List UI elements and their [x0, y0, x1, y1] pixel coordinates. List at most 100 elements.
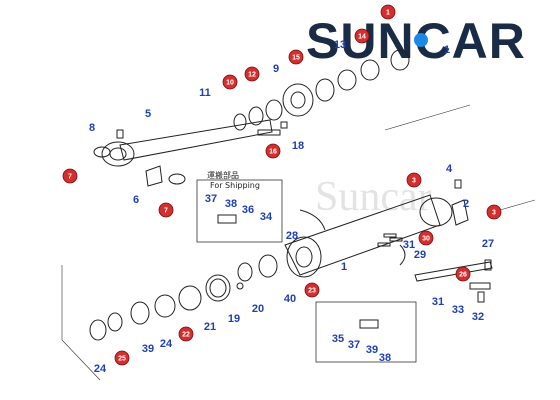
seal-24-upper	[258, 254, 278, 278]
label-number: 38	[225, 198, 237, 210]
badge-circle	[288, 49, 304, 65]
cylinder-tube	[284, 194, 441, 276]
label-number: 1	[444, 44, 450, 56]
cylinder-assembly	[89, 179, 493, 341]
part-label-28: 28	[286, 230, 298, 242]
label-number: 9	[273, 63, 279, 75]
badge-circle	[380, 4, 396, 20]
part-label-1: 1	[444, 44, 450, 56]
label-number: 29	[414, 249, 426, 261]
ring-12	[265, 99, 283, 121]
frame-line-right	[499, 199, 536, 211]
bottom-grease-fitting	[454, 179, 462, 189]
part-label-9: 9	[273, 63, 279, 75]
piston-bolt	[257, 129, 281, 136]
seal-22	[178, 285, 202, 311]
label-number: 2	[463, 198, 469, 210]
piston-rod	[119, 119, 273, 161]
seal-25	[89, 319, 107, 341]
badge-number: 30	[422, 236, 430, 243]
part-badge-16: 16	[265, 143, 281, 159]
badge-circle	[455, 266, 471, 282]
badge-circle	[222, 74, 238, 90]
part-badge-1: 1	[380, 4, 396, 20]
label-number: 13	[334, 39, 346, 51]
dust-seal-right	[168, 173, 186, 185]
rod-end-eye	[101, 141, 135, 167]
part-label-31: 31	[432, 296, 444, 308]
bolt-36	[477, 291, 485, 303]
brand-logo: SUNCAR	[306, 13, 525, 69]
part-badge-10: 10	[222, 74, 238, 90]
part-badge-3: 3	[406, 172, 422, 188]
piston	[282, 83, 314, 117]
piston-ring-14	[390, 49, 410, 71]
label-number: 6	[133, 194, 139, 206]
badge-number: 25	[118, 356, 126, 363]
label-number: 18	[292, 140, 304, 152]
part-badge-12: 12	[244, 66, 260, 82]
part-label-20: 20	[252, 303, 264, 315]
badge-number: 23	[308, 288, 316, 295]
shipping-box	[196, 179, 283, 243]
part-badge-3: 3	[486, 204, 502, 220]
shipping-box-2	[315, 301, 417, 363]
part-label-38: 38	[379, 352, 391, 364]
part-badge-14: 14	[354, 28, 370, 44]
badge-circle	[354, 28, 370, 44]
badge-number: 22	[182, 332, 190, 339]
part-label-33: 33	[452, 304, 464, 316]
pipe-clamp-31	[299, 209, 326, 231]
cylinder-head-flange	[286, 236, 322, 278]
cylinder-head-bore	[295, 246, 313, 268]
rod-assembly	[93, 49, 410, 187]
bolt-32	[383, 233, 397, 238]
badge-number: 10	[226, 80, 234, 87]
label-number: 24	[94, 363, 107, 375]
badge-circle	[265, 143, 281, 159]
badge-number: 3	[492, 210, 496, 217]
bolt-28	[484, 259, 492, 271]
hydraulic-pipe	[414, 261, 493, 282]
badge-circle	[486, 204, 502, 220]
label-number: 11	[199, 87, 211, 99]
part-label-24: 24	[94, 363, 107, 375]
label-number: 8	[89, 122, 95, 134]
badge-number: 15	[292, 55, 300, 62]
bolt-31	[389, 237, 403, 242]
shipping-plate-2	[359, 319, 379, 329]
label-number: 36	[242, 204, 254, 216]
badge-circle	[244, 66, 260, 82]
badge-circle	[178, 326, 194, 342]
badge-circle	[304, 282, 320, 298]
brand-accent-dot	[414, 33, 428, 47]
seal-20-inner	[209, 278, 227, 298]
part-label-18: 18	[292, 140, 304, 152]
badge-circle	[114, 350, 130, 366]
badge-circle	[158, 202, 174, 218]
part-label-19: 19	[228, 313, 240, 325]
part-label-27: 27	[482, 238, 494, 250]
seal-26	[107, 312, 123, 332]
label-number: 24	[160, 338, 173, 350]
label-number: 38	[379, 352, 391, 364]
label-number: 27	[482, 238, 494, 250]
part-label-38: 38	[225, 198, 237, 210]
part-badge-25: 25	[114, 350, 130, 366]
part-label-35: 35	[332, 333, 344, 345]
bolt-33	[377, 242, 391, 247]
part-label-40: 40	[284, 293, 296, 305]
part-label-37: 37	[348, 339, 360, 351]
part-label-8: 8	[89, 122, 95, 134]
ring-11	[233, 113, 247, 131]
part-label-1: 1	[341, 261, 347, 273]
badge-number: 16	[269, 149, 277, 156]
badge-number: 1	[386, 10, 390, 17]
part-label-4: 4	[446, 163, 453, 175]
seal-21-pin	[236, 282, 244, 290]
shipping-detail-bottom	[315, 301, 417, 363]
grease-fitting	[116, 129, 124, 139]
part-label-39: 39	[366, 344, 378, 356]
seal-21	[237, 262, 253, 282]
